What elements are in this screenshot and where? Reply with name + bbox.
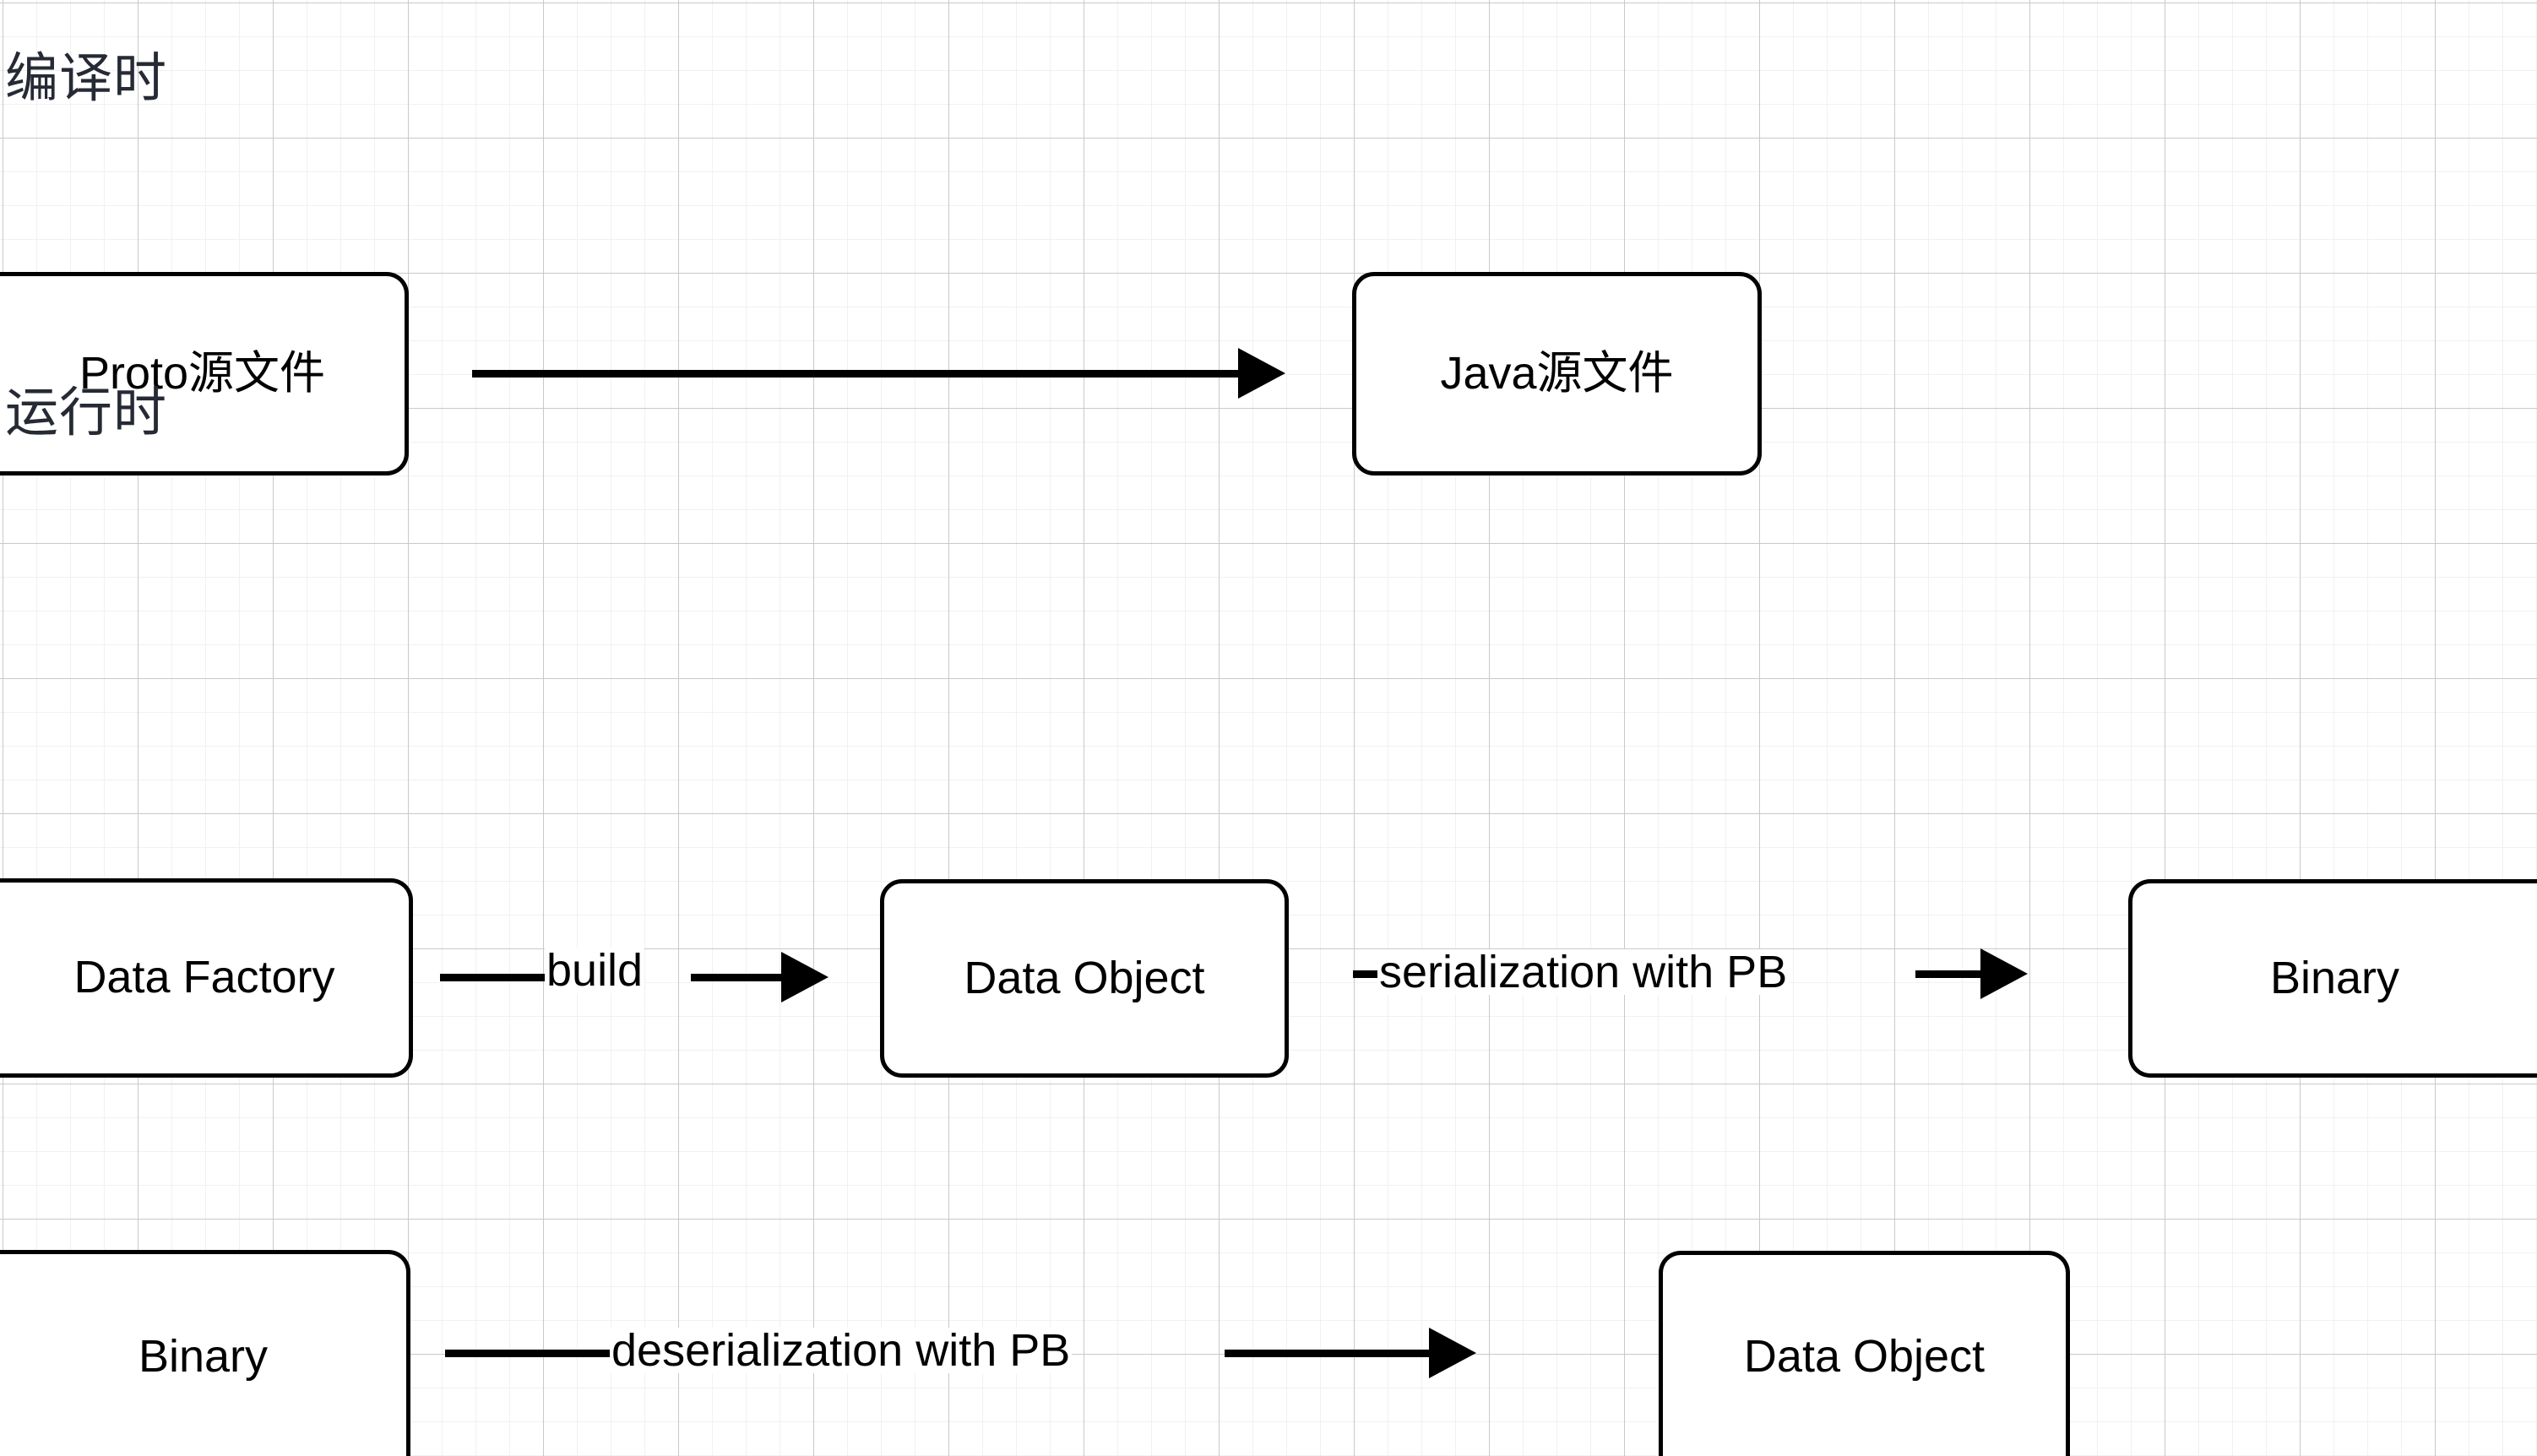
edge-line-object-to-binary-right <box>1915 970 1983 978</box>
edge-line-factory-to-object-right <box>691 974 784 981</box>
node-data-object-serialize[interactable]: Data Object <box>880 879 1289 1078</box>
edge-line-binary-to-object-left <box>445 1350 612 1357</box>
node-label: Data Object <box>964 952 1205 1003</box>
edge-arrowhead-proto-to-java <box>1238 348 1285 399</box>
node-label: Binary <box>138 1330 269 1382</box>
edge-arrowhead-factory-to-object <box>781 952 828 1002</box>
node-label: Binary <box>2269 952 2400 1003</box>
edge-arrowhead-binary-to-object <box>1429 1328 1476 1378</box>
node-binary-in[interactable]: Binary <box>0 1250 410 1456</box>
edge-arrowhead-object-to-binary <box>1980 948 2028 999</box>
node-label: Java源文件 <box>1440 347 1674 399</box>
edge-line-object-to-binary-left <box>1353 970 1381 978</box>
edge-line-factory-to-object-left <box>440 974 546 981</box>
node-label: Proto源文件 <box>79 347 326 399</box>
edge-label-deserialization-with-pb: deserialization with PB <box>610 1325 1073 1376</box>
node-java-source-file[interactable]: Java源文件 <box>1352 272 1762 475</box>
node-data-factory[interactable]: Data Factory <box>0 878 413 1078</box>
edge-line-proto-to-java <box>472 370 1241 378</box>
node-data-object-deserialize[interactable]: Data Object <box>1659 1251 2070 1456</box>
node-label: Data Object <box>1743 1331 1986 1383</box>
edge-line-binary-to-object-right <box>1225 1350 1436 1357</box>
node-binary-out[interactable]: Binary <box>2128 879 2537 1078</box>
node-label: Data Factory <box>73 952 335 1003</box>
section-title-runtime: 运行时 <box>5 383 167 443</box>
edge-label-build: build <box>545 945 645 996</box>
section-title-compile-time: 编译时 <box>5 49 167 108</box>
node-proto-source-file[interactable]: Proto源文件 <box>0 272 409 475</box>
edge-label-serialization-with-pb: serialization with PB <box>1377 947 1790 997</box>
